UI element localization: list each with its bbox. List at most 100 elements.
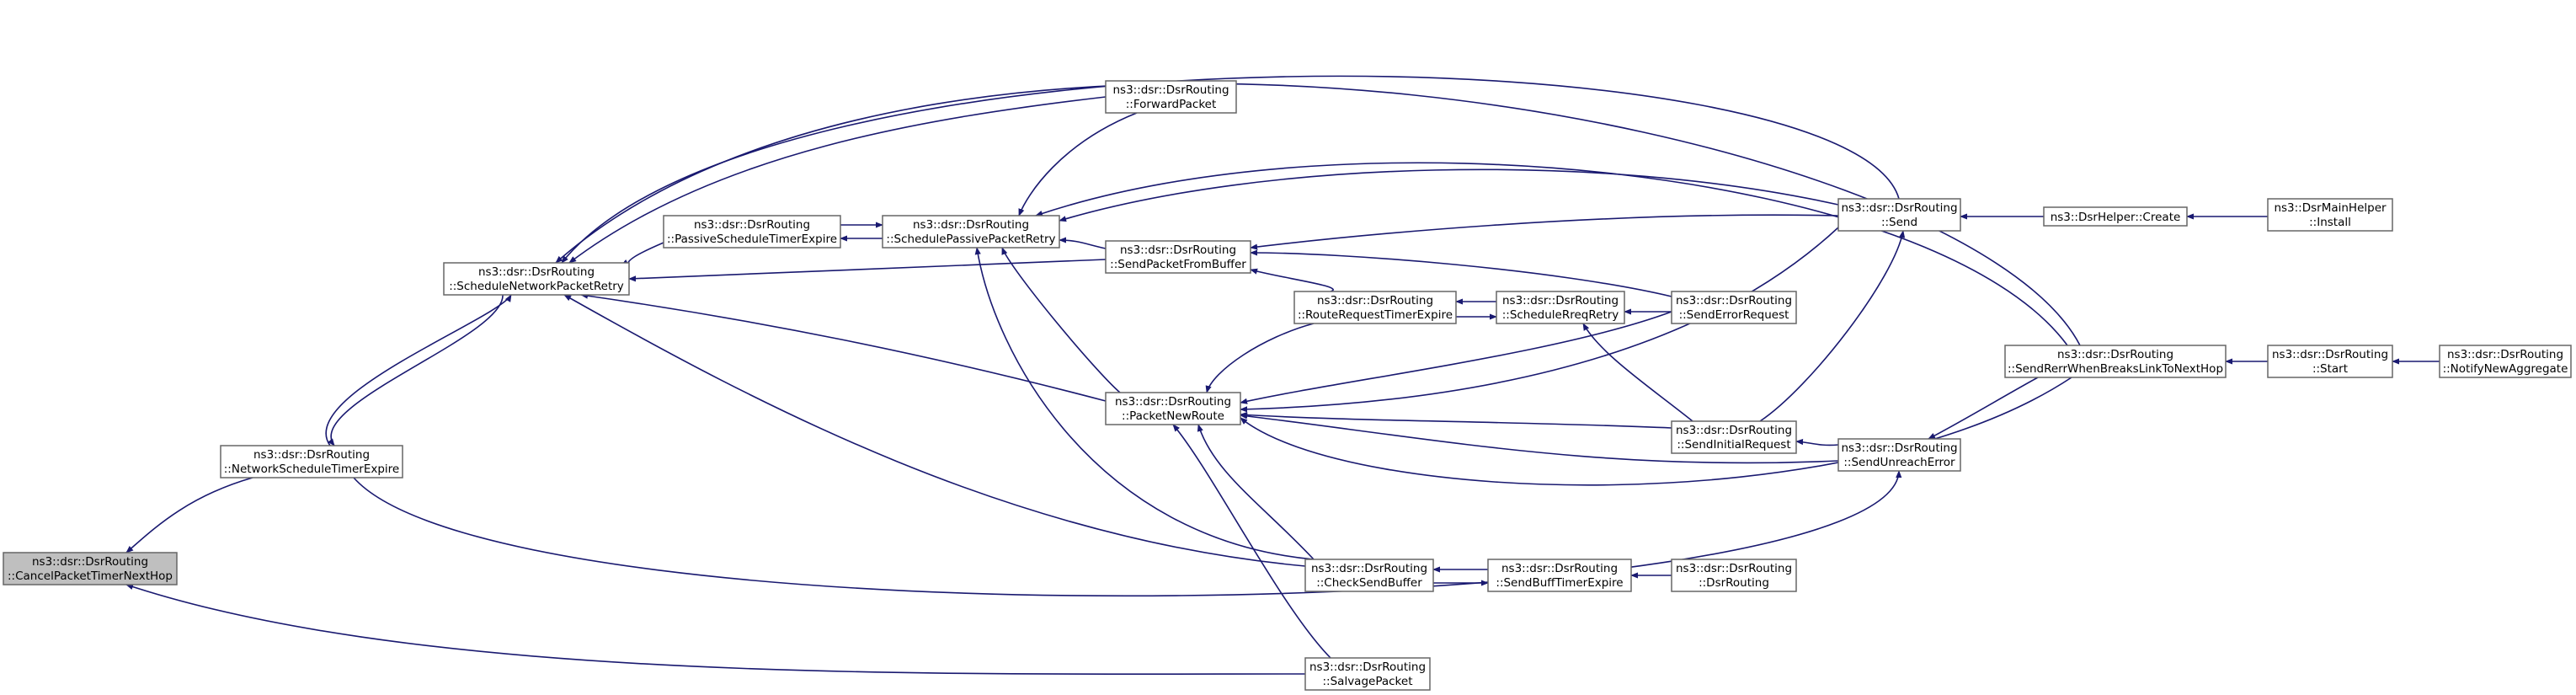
node-box[interactable] <box>882 215 1060 249</box>
edge-line <box>555 83 2081 346</box>
node-schedpassive[interactable]: ns3::dsr::DsrRouting::SchedulePassivePac… <box>882 215 1060 249</box>
node-box[interactable] <box>220 445 403 478</box>
edge-srrwbl-to-schedpassive <box>1035 162 2068 346</box>
node-cancel[interactable]: ns3::dsr::DsrRouting::CancelPacketTimerN… <box>3 552 178 585</box>
node-label-line2: ::NetworkScheduleTimerExpire <box>224 462 400 476</box>
node-label-line2: ::SendUnreachError <box>1843 456 1955 469</box>
node-unreach[interactable]: ns3::dsr::DsrRouting::SendUnreachError <box>1837 438 1961 472</box>
edge-line <box>325 294 512 446</box>
node-passive[interactable]: ns3::dsr::DsrRouting::PassiveScheduleTim… <box>663 215 841 249</box>
node-box[interactable] <box>1105 240 1251 274</box>
node-label-line1: ns3::dsr::DsrRouting <box>2057 348 2173 361</box>
edge-line <box>1240 377 2072 486</box>
node-label-line2: ::PassiveScheduleTimerExpire <box>667 233 837 246</box>
node-box[interactable] <box>1837 198 1961 232</box>
edge-schednet-to-netsched <box>328 294 504 446</box>
edge-unreach-to-netsched <box>353 470 1902 597</box>
node-sir[interactable]: ns3::dsr::DsrRouting::SendInitialRequest <box>1671 420 1797 454</box>
node-serr[interactable]: ns3::dsr::DsrRouting::SendErrorRequest <box>1671 291 1797 324</box>
node-forward[interactable]: ns3::dsr::DsrRouting::ForwardPacket <box>1105 80 1237 114</box>
node-box[interactable] <box>663 215 841 249</box>
edge-serr-to-pnr <box>1240 311 1672 404</box>
node-box[interactable] <box>1105 392 1241 425</box>
node-label-line1: ns3::dsr::DsrRouting <box>1317 294 1433 307</box>
node-box[interactable] <box>1105 80 1237 114</box>
node-sbte[interactable]: ns3::dsr::DsrRouting::SendBuffTimerExpir… <box>1487 559 1632 592</box>
node-box[interactable] <box>443 262 630 296</box>
edge-line <box>1059 168 1839 222</box>
node-label-line2: ::ScheduleRreqRetry <box>1502 308 1619 322</box>
edge-salvage-to-pnr <box>1172 424 1331 659</box>
edge-line <box>328 294 504 446</box>
edge-line <box>628 259 1107 282</box>
node-nna[interactable]: ns3::dsr::DsrRouting::NotifyNewAggregate <box>2439 345 2572 378</box>
node-label-line2: ::SendBuffTimerExpire <box>1496 576 1623 590</box>
node-label-line2: ::SendRerrWhenBreaksLinkToNextHop <box>2008 362 2223 376</box>
node-box[interactable] <box>1496 291 1625 324</box>
node-pnr[interactable]: ns3::dsr::DsrRouting::PacketNewRoute <box>1105 392 1241 425</box>
node-netsched[interactable]: ns3::dsr::DsrRouting::NetworkScheduleTim… <box>220 445 403 478</box>
edge-line <box>1240 311 1672 404</box>
node-box[interactable] <box>1487 559 1632 592</box>
edge-sir-to-pnr <box>1240 411 1672 429</box>
edge-rrte-to-pnr <box>1205 323 1315 393</box>
node-install[interactable]: ns3::DsrMainHelper::Install <box>2267 198 2393 232</box>
node-label-line1: ns3::dsr::DsrRouting <box>32 555 148 569</box>
node-ctor[interactable]: ns3::dsr::DsrRouting::DsrRouting <box>1671 559 1797 592</box>
node-label-line2: ::PacketNewRoute <box>1122 409 1224 423</box>
node-create[interactable]: ns3::DsrHelper::Create <box>2043 206 2188 227</box>
node-label-line1: ns3::dsr::DsrRouting <box>2272 348 2388 361</box>
edge-line <box>125 584 1306 676</box>
node-label-line2: ::CheckSendBuffer <box>1316 576 1422 590</box>
edge-send-to-pnr <box>1240 227 1839 413</box>
node-label-line2: ::ForwardPacket <box>1126 98 1217 111</box>
edge-salvage-to-cancel <box>125 584 1306 676</box>
node-send[interactable]: ns3::dsr::DsrRouting::Send <box>1837 198 1961 232</box>
node-label-line1: ns3::dsr::DsrRouting <box>1309 660 1426 674</box>
edge-sir-to-send <box>1759 230 1906 422</box>
node-sendfrombuf[interactable]: ns3::dsr::DsrRouting::SendPacketFromBuff… <box>1105 240 1251 274</box>
edge-checkbuf-to-schedpassive <box>974 247 1315 560</box>
node-box[interactable] <box>2267 198 2393 232</box>
node-box[interactable] <box>1837 438 1961 472</box>
node-label-line1: ns3::DsrMainHelper <box>2274 201 2387 215</box>
edge-line <box>1205 323 1315 393</box>
node-label-line2: ::DsrRouting <box>1699 576 1769 590</box>
node-box[interactable] <box>1293 291 1457 324</box>
edge-netsched-to-schednet <box>325 294 512 446</box>
node-rrte[interactable]: ns3::dsr::DsrRouting::RouteRequestTimerE… <box>1293 291 1457 324</box>
edge-line <box>580 292 1107 402</box>
node-box[interactable] <box>2043 206 2188 227</box>
edge-layer <box>125 75 2440 676</box>
node-box[interactable] <box>2004 345 2227 378</box>
node-label-line2: ::SendErrorRequest <box>1679 308 1789 322</box>
edge-srrwbl-to-schednet <box>555 83 2081 346</box>
node-box[interactable] <box>1671 559 1797 592</box>
node-box[interactable] <box>2439 345 2572 378</box>
node-layer: ns3::dsr::DsrRouting::CancelPacketTimerN… <box>3 80 2572 691</box>
node-srrwbl[interactable]: ns3::dsr::DsrRouting::SendRerrWhenBreaks… <box>2004 345 2227 378</box>
edge-pnr-to-schedpassive <box>1001 247 1121 393</box>
node-srr[interactable]: ns3::dsr::DsrRouting::ScheduleRreqRetry <box>1496 291 1625 324</box>
edge-line <box>1240 413 1839 464</box>
edge-line <box>1928 377 2039 440</box>
node-box[interactable] <box>2267 345 2393 378</box>
node-salvage[interactable]: ns3::dsr::DsrRouting::SalvagePacket <box>1304 657 1431 691</box>
node-box[interactable] <box>3 552 178 585</box>
node-box[interactable] <box>1304 657 1431 691</box>
edge-netsched-to-cancel <box>125 477 253 553</box>
node-start[interactable]: ns3::dsr::DsrRouting::Start <box>2267 345 2393 378</box>
edge-checkbuf-to-schednet <box>563 294 1306 567</box>
node-box[interactable] <box>1304 559 1434 592</box>
edge-line <box>1035 162 2068 346</box>
edge-line <box>1795 438 1839 446</box>
node-checkbuf[interactable]: ns3::dsr::DsrRouting::CheckSendBuffer <box>1304 559 1434 592</box>
edge-line <box>1001 247 1121 393</box>
node-box[interactable] <box>1671 291 1797 324</box>
node-label-line2: ::SendInitialRequest <box>1677 438 1790 452</box>
node-label-line2: ::ScheduleNetworkPacketRetry <box>449 280 624 293</box>
edge-line <box>1197 424 1315 560</box>
node-schednet[interactable]: ns3::dsr::DsrRouting::ScheduleNetworkPac… <box>443 262 630 296</box>
node-box[interactable] <box>1671 420 1797 454</box>
node-label-line2: ::CancelPacketTimerNextHop <box>8 569 173 583</box>
